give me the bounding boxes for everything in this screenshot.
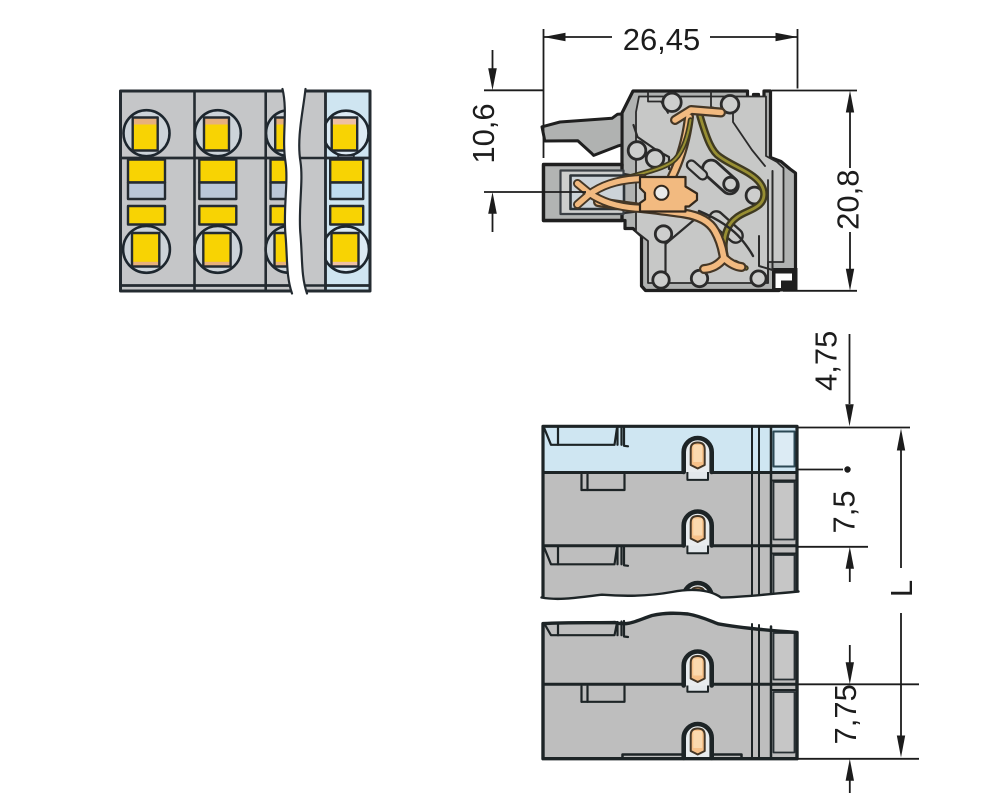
svg-text:7,75: 7,75 [828,684,863,744]
svg-text:L: L [884,580,919,597]
svg-text:4,75: 4,75 [808,331,843,391]
svg-text:20,8: 20,8 [831,170,866,230]
svg-text:7,5: 7,5 [827,490,862,533]
svg-text:26,45: 26,45 [623,22,701,57]
svg-text:10,6: 10,6 [466,103,501,163]
